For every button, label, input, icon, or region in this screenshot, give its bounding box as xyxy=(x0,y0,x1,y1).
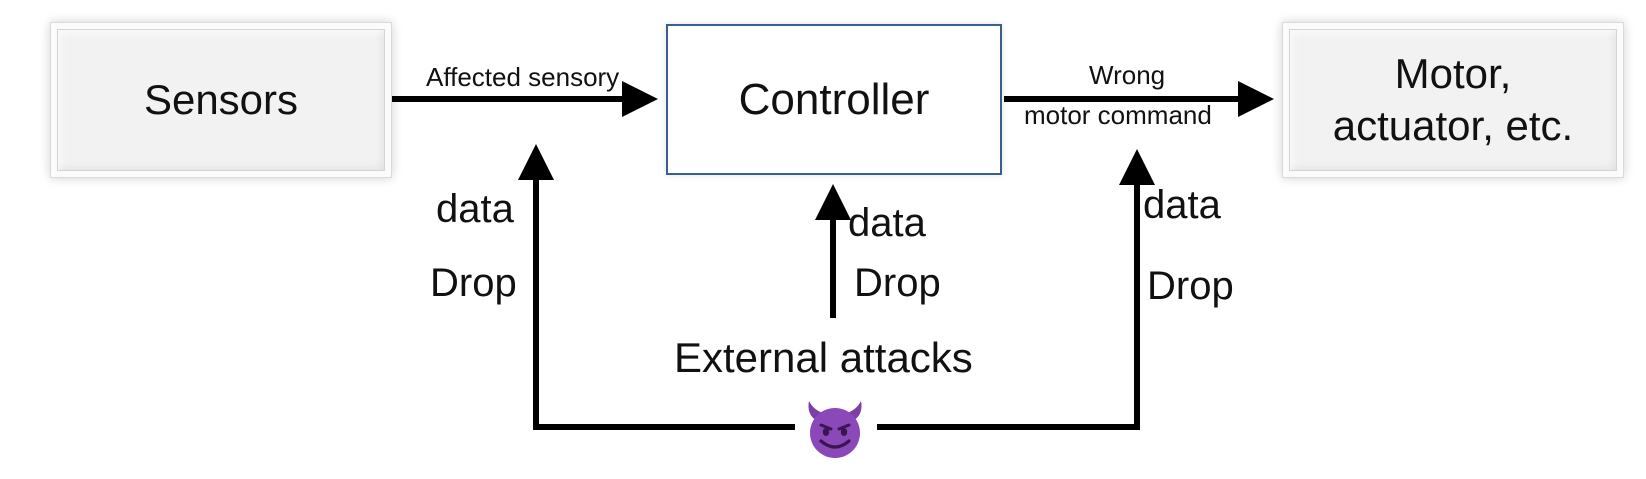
attack-path-right xyxy=(877,149,1155,430)
motor-actuator-block: Motor, actuator, etc. xyxy=(1282,22,1624,178)
edge-label-affected-sensory: Affected sensory xyxy=(426,62,620,92)
edge-label-motor-command: motor command xyxy=(1024,100,1212,130)
controller-label: Controller xyxy=(738,74,930,124)
smiling-devil-icon xyxy=(808,401,862,458)
sensors-block: Sensors xyxy=(50,22,392,178)
edge-label-wrong: Wrong xyxy=(1089,60,1166,90)
left-drop-label: Drop xyxy=(430,261,517,305)
right-drop-label: Drop xyxy=(1147,264,1234,308)
right-data-label: data xyxy=(1143,183,1221,227)
center-data-label: data xyxy=(848,201,926,245)
external-attacks-label: External attacks xyxy=(674,334,973,381)
controller-block: Controller xyxy=(666,24,1002,175)
motor-label-line2: actuator, etc. xyxy=(1332,102,1574,149)
center-drop-label: Drop xyxy=(854,261,941,305)
attack-path-left xyxy=(518,144,795,430)
left-data-label: data xyxy=(436,187,514,231)
sensors-label: Sensors xyxy=(143,76,299,123)
motor-label-line1: Motor, xyxy=(1394,49,1512,97)
